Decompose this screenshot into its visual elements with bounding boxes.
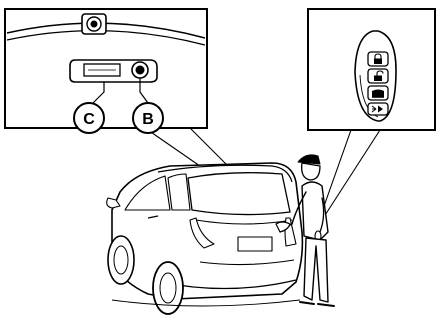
callout-b: B: [133, 103, 163, 133]
person-shoe-left: [300, 302, 314, 304]
hatch-detail-panel: C B: [5, 9, 207, 133]
key-fob-panel: [308, 9, 435, 130]
car-rear-wheel: [153, 262, 183, 314]
request-switch-icon: [132, 62, 148, 78]
person-legs: [304, 238, 328, 302]
callout-c-label: C: [83, 111, 95, 128]
person-head: [302, 163, 320, 180]
car-side-window-rear: [168, 174, 190, 210]
person-shoe-right: [318, 304, 334, 306]
car: [107, 163, 303, 314]
rear-camera-icon: [82, 14, 106, 34]
callout-c: C: [74, 103, 104, 133]
leader-line-right-2: [320, 130, 380, 223]
car-license-recess: [238, 237, 272, 251]
person-cap: [298, 155, 320, 164]
car-rear-window: [188, 173, 290, 215]
car-front-wheel: [108, 236, 134, 284]
hatch-icon: [372, 90, 384, 98]
callout-b-label: B: [142, 111, 154, 128]
